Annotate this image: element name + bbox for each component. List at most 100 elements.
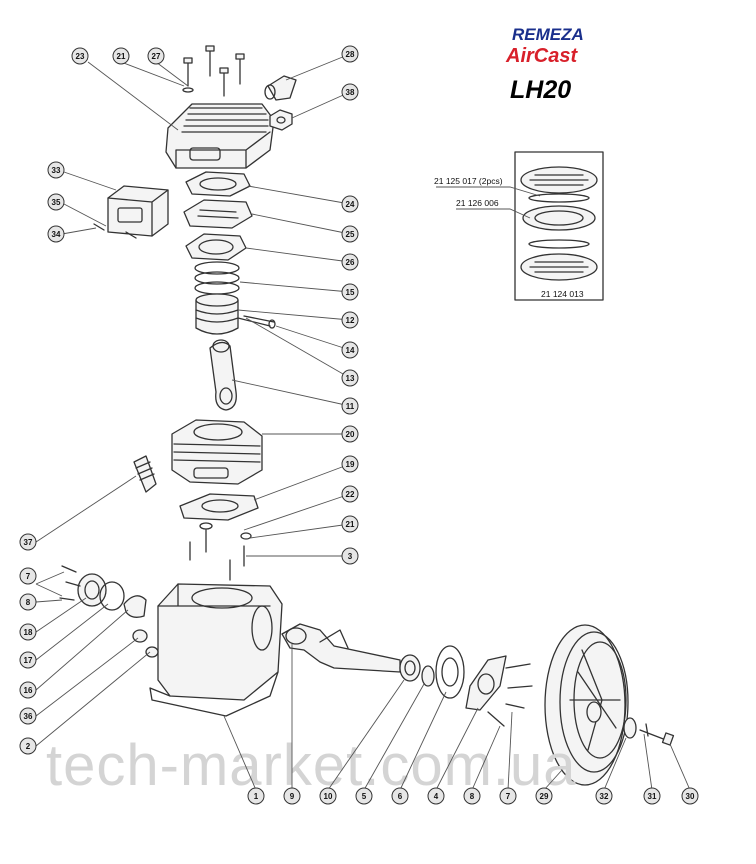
callout-32: 32 xyxy=(595,787,613,805)
callout-3: 3 xyxy=(341,547,359,565)
hex-nut xyxy=(269,109,293,131)
svg-text:11: 11 xyxy=(346,402,355,411)
callout-8-left: 8 xyxy=(19,593,37,611)
callout-10: 10 xyxy=(319,787,337,805)
callout-17: 17 xyxy=(19,651,37,669)
svg-text:16: 16 xyxy=(24,686,33,695)
piston-rings xyxy=(194,261,240,295)
callout-7-bottom: 7 xyxy=(499,787,517,805)
svg-text:23: 23 xyxy=(76,52,85,61)
studs xyxy=(189,522,252,581)
kit-label-2: 21 126 006 xyxy=(456,198,499,208)
callout-37: 37 xyxy=(19,533,37,551)
svg-text:17: 17 xyxy=(24,656,33,665)
svg-text:7: 7 xyxy=(506,792,511,801)
svg-text:32: 32 xyxy=(600,792,609,801)
svg-text:24: 24 xyxy=(346,200,355,209)
svg-text:19: 19 xyxy=(346,460,355,469)
svg-text:21: 21 xyxy=(346,520,355,529)
leader-lines xyxy=(35,53,691,791)
callout-30: 30 xyxy=(681,787,699,805)
product-line: AirCast xyxy=(505,45,578,67)
svg-text:22: 22 xyxy=(346,490,355,499)
callout-18: 18 xyxy=(19,623,37,641)
callout-4: 4 xyxy=(427,787,445,805)
piston xyxy=(195,293,276,335)
callout-9: 9 xyxy=(283,787,301,805)
kit-leader-1 xyxy=(436,186,541,197)
callout-5: 5 xyxy=(355,787,373,805)
svg-text:33: 33 xyxy=(52,166,61,175)
svg-text:36: 36 xyxy=(24,712,33,721)
svg-text:10: 10 xyxy=(324,792,333,801)
callout-1: 1 xyxy=(247,787,265,805)
svg-text:15: 15 xyxy=(346,288,355,297)
connecting-rod xyxy=(209,339,237,411)
svg-text:25: 25 xyxy=(346,230,355,239)
callout-27: 27 xyxy=(147,47,165,65)
cylinder-head xyxy=(165,103,275,169)
svg-text:26: 26 xyxy=(346,258,355,267)
callout-38: 38 xyxy=(341,83,359,101)
svg-text:12: 12 xyxy=(346,316,355,325)
svg-text:31: 31 xyxy=(648,792,657,801)
kit-gasket-1 xyxy=(528,193,590,203)
svg-text:7: 7 xyxy=(26,572,31,581)
callout-34: 34 xyxy=(47,225,65,243)
callout-15: 15 xyxy=(341,283,359,301)
svg-text:29: 29 xyxy=(540,792,549,801)
callout-29: 29 xyxy=(535,787,553,805)
elbow-fitting xyxy=(264,75,297,101)
kit-leader-2 xyxy=(456,208,531,219)
bearing xyxy=(399,654,435,687)
kit-label-1: 21 125 017 (2pcs) xyxy=(434,176,503,186)
svg-text:14: 14 xyxy=(346,346,355,355)
kit-gasket-2 xyxy=(528,239,590,249)
callout-12: 12 xyxy=(341,311,359,329)
svg-text:8: 8 xyxy=(470,792,475,801)
callout-25: 25 xyxy=(341,225,359,243)
crankcase xyxy=(149,583,283,717)
svg-text:2: 2 xyxy=(26,742,31,751)
svg-text:35: 35 xyxy=(52,198,61,207)
svg-text:21: 21 xyxy=(117,52,126,61)
svg-text:18: 18 xyxy=(24,628,33,637)
svg-text:37: 37 xyxy=(24,538,33,547)
side-cover xyxy=(59,565,159,658)
crankshaft xyxy=(281,623,401,673)
svg-text:8: 8 xyxy=(26,598,31,607)
callout-8-bottom: 8 xyxy=(463,787,481,805)
model-name: LH20 xyxy=(510,76,571,104)
head-bolts xyxy=(182,45,245,97)
callout-24: 24 xyxy=(341,195,359,213)
callout-21-top: 21 xyxy=(112,47,130,65)
svg-text:1: 1 xyxy=(254,792,259,801)
callout-7-left: 7 xyxy=(19,567,37,585)
valve-plate xyxy=(183,199,253,229)
callout-26: 26 xyxy=(341,253,359,271)
valve-kit-inset: 21 125 017 (2pcs) 21 126 006 21 124 013 xyxy=(434,151,604,301)
callout-28: 28 xyxy=(341,45,359,63)
callout-31: 31 xyxy=(643,787,661,805)
callout-14: 14 xyxy=(341,341,359,359)
callout-13: 13 xyxy=(341,369,359,387)
kit-bracket xyxy=(514,151,604,301)
svg-text:27: 27 xyxy=(152,52,161,61)
head-gasket-top xyxy=(185,171,251,197)
svg-text:38: 38 xyxy=(346,88,355,97)
callout-6: 6 xyxy=(391,787,409,805)
svg-text:9: 9 xyxy=(290,792,295,801)
svg-text:3: 3 xyxy=(348,552,353,561)
callout-23: 23 xyxy=(71,47,89,65)
callout-21-mid: 21 xyxy=(341,515,359,533)
callout-20: 20 xyxy=(341,425,359,443)
pulley-washer-bolt xyxy=(623,717,675,746)
svg-text:13: 13 xyxy=(346,374,355,383)
callout-35: 35 xyxy=(47,193,65,211)
callout-2: 2 xyxy=(19,737,37,755)
svg-text:34: 34 xyxy=(52,230,61,239)
svg-text:20: 20 xyxy=(346,430,355,439)
svg-text:4: 4 xyxy=(434,792,439,801)
